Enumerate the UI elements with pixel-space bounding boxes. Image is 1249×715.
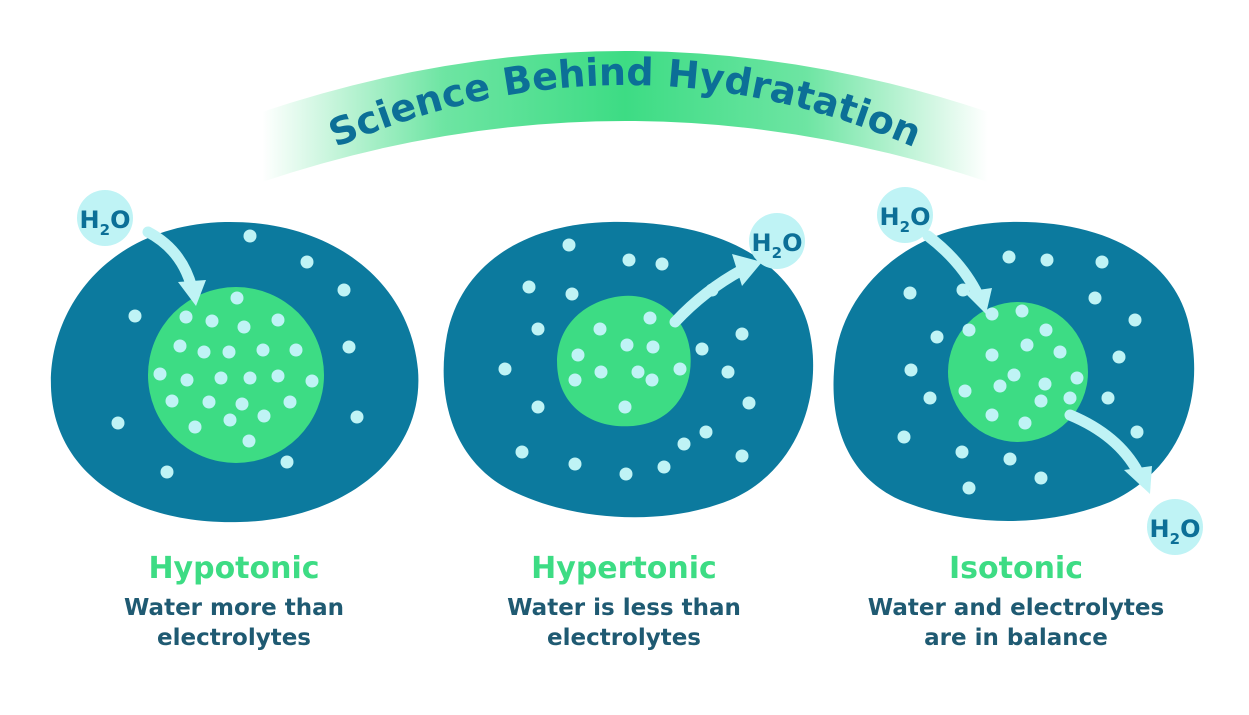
water-arrow-head-hypertonic [732, 254, 762, 286]
description-line: Water and electrolytes [867, 595, 1165, 621]
water-dots-hypotonic [153, 291, 319, 448]
nucleus-hypotonic [148, 287, 324, 463]
panel-description-hypotonic: Water more than electrolytes [84, 593, 384, 653]
description-line: electrolytes [156, 625, 311, 651]
h2o-badge-hypertonic: H2O [749, 213, 805, 269]
h2o-badge-isotonic-out: H2O [1147, 499, 1203, 555]
svg-text:H2O: H2O [880, 203, 931, 236]
panel-title-isotonic: Isotonic [948, 551, 1083, 586]
isotonic-panel: H2O H2O [833, 187, 1203, 555]
caption-hypertonic: Hypertonic Water is less than electrolyt… [474, 551, 774, 653]
panel-description-hypertonic: Water is less than electrolytes [474, 593, 774, 653]
panel-title-hypotonic: Hypotonic [148, 551, 320, 586]
hypertonic-panel: H2O [443, 213, 814, 518]
h2o-badge-hypotonic: H2O [77, 190, 133, 246]
electrolyte-dots-hypotonic [111, 229, 364, 479]
water-arrow-head-hypotonic [178, 280, 206, 306]
description-line: Water more than [124, 595, 344, 621]
electrolyte-dots-hypertonic [498, 238, 756, 481]
h2o-badge-isotonic-in: H2O [877, 187, 933, 243]
water-dots-isotonic [958, 304, 1084, 430]
svg-text:H2O: H2O [1150, 515, 1201, 548]
water-arrow-in-head-isotonic [964, 288, 992, 314]
svg-text:H2O: H2O [752, 229, 803, 262]
hypotonic-panel: H2O [50, 190, 419, 523]
panel-title-hypertonic: Hypertonic [531, 551, 717, 586]
water-arrow-in-isotonic [922, 230, 984, 301]
title-banner [262, 51, 988, 182]
caption-isotonic: Isotonic Water and electrolytes are in b… [836, 551, 1196, 653]
description-line: electrolytes [546, 625, 701, 651]
water-dots-hypertonic [568, 311, 687, 414]
water-arrow-out-head-isotonic [1124, 466, 1152, 494]
electrolyte-dots-isotonic [897, 250, 1144, 495]
panel-description-isotonic: Water and electrolytes are in balance [836, 593, 1196, 653]
description-line: Water is less than [507, 595, 741, 621]
svg-text:H2O: H2O [80, 206, 131, 239]
description-line: are in balance [924, 625, 1108, 651]
water-arrow-out-isotonic [1064, 409, 1144, 478]
water-arrow-hypertonic [669, 264, 748, 328]
nucleus-hypertonic [557, 295, 691, 427]
caption-hypotonic: Hypotonic Water more than electrolytes [84, 551, 384, 653]
